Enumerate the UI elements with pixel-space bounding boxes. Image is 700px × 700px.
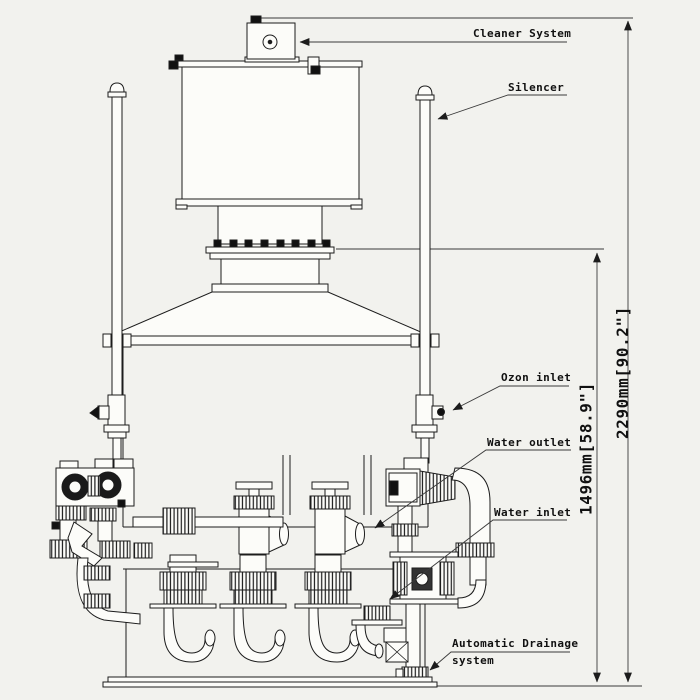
label-water-inlet: Water inlet xyxy=(494,506,572,519)
label-silencer: Silencer xyxy=(508,81,565,94)
lid-collar xyxy=(430,333,440,348)
cleaner-cap xyxy=(250,15,262,24)
main-tank-lid xyxy=(107,335,431,346)
label-auto-drain-2: system xyxy=(452,654,495,667)
flange-foot-left xyxy=(175,204,188,210)
union-left xyxy=(103,424,130,433)
leader-lines xyxy=(299,38,571,671)
dimension-text-2290: 2290mm[90.2"] xyxy=(613,305,632,440)
pipe-valve-left xyxy=(107,394,126,426)
leader-silencer xyxy=(437,94,567,120)
flange-foot-right xyxy=(350,204,363,210)
neck-lower xyxy=(220,258,320,285)
lid-clamp-left xyxy=(168,60,179,70)
dimension-lines xyxy=(257,17,642,687)
silencer-pipe-left xyxy=(111,94,123,396)
base-plate xyxy=(102,676,438,688)
label-auto-drain-1: Automatic Drainage xyxy=(452,637,579,650)
pump-diffuser xyxy=(419,470,456,506)
cleaner-system-box xyxy=(168,15,321,75)
union-left2 xyxy=(107,431,127,439)
label-cleaner-system: Cleaner System xyxy=(473,27,572,40)
leader-water-inlet xyxy=(389,519,567,600)
flange-bolts xyxy=(213,239,331,248)
label-water-outlet: Water outlet xyxy=(487,436,572,449)
ozone-inlet-knob xyxy=(437,408,445,416)
pipe-cap-collar-right xyxy=(415,94,435,101)
lid-collar xyxy=(102,333,112,348)
silencer-pipe-right xyxy=(419,97,431,396)
right-piping-cluster xyxy=(385,457,495,609)
pipe-cap-left xyxy=(109,82,125,93)
leader-auto-drain xyxy=(429,651,570,671)
neck-upper xyxy=(217,205,323,245)
pipe-valve-right xyxy=(415,394,434,426)
pipe-cap-right xyxy=(417,85,433,96)
upper-tank-body xyxy=(181,66,360,200)
bolted-flange-lower-plate xyxy=(209,252,331,260)
upper-tank-bottom-flange xyxy=(175,198,363,207)
lid-collar xyxy=(410,333,420,348)
cone-section xyxy=(109,291,431,337)
union-right xyxy=(411,424,438,433)
t-valve-2 xyxy=(309,481,365,555)
cone-collar xyxy=(211,283,329,293)
bottom-manifold xyxy=(149,554,362,663)
valve-fitting-left xyxy=(97,405,110,420)
drainage-assembly xyxy=(351,603,429,681)
label-ozon-inlet: Ozon inlet xyxy=(501,371,572,384)
lid-collar xyxy=(122,333,132,348)
valve-knob-left xyxy=(89,404,100,420)
bolted-flange-upper-plate xyxy=(205,246,335,254)
left-piping-cluster xyxy=(49,458,284,625)
dimension-text-1496: 1496mm[58.9"] xyxy=(576,381,596,516)
pipe-cap-collar-left xyxy=(107,91,127,98)
union-right2 xyxy=(415,431,435,439)
leader-ozon-inlet xyxy=(452,385,569,411)
leader-water-outlet xyxy=(374,449,571,529)
